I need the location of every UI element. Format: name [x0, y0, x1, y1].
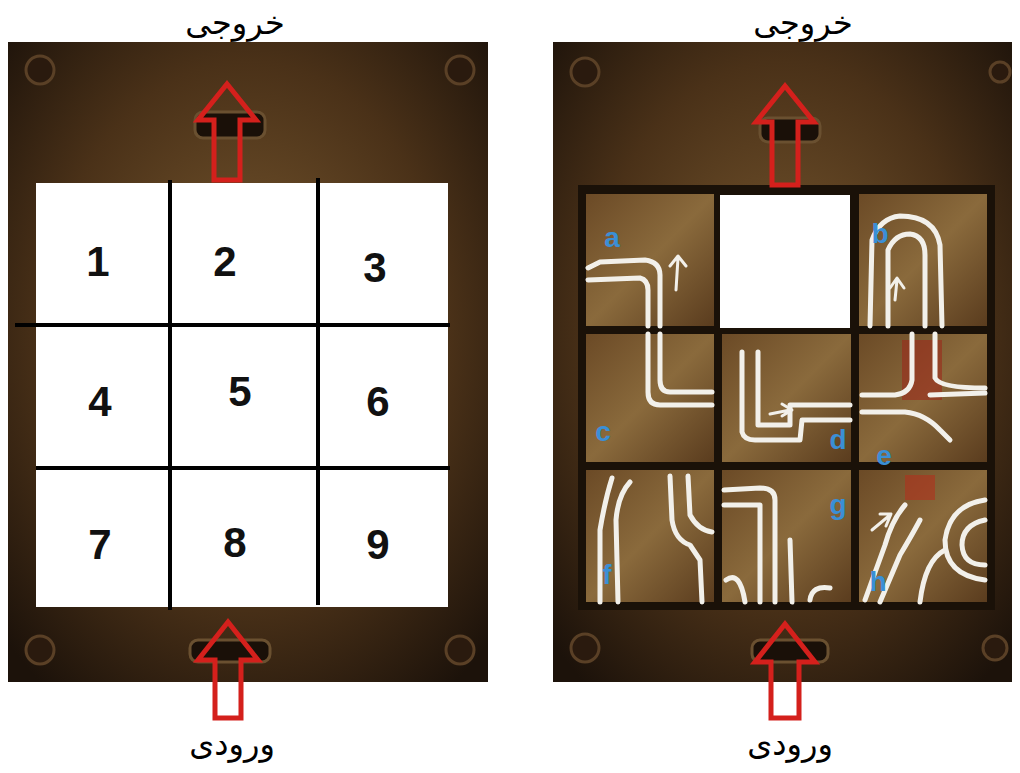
exit-label: خروجی: [753, 6, 852, 41]
grid-cell: 1: [38, 185, 170, 325]
cell-number: 4: [88, 381, 111, 423]
tile-letter: d: [829, 425, 846, 456]
grid-cell: 2: [170, 185, 318, 325]
cell-number: 5: [228, 371, 251, 413]
grid-cell: 4: [38, 325, 170, 468]
tile-letter: a: [604, 223, 620, 254]
grid-line: [316, 178, 320, 605]
grid-cell: 6: [318, 325, 446, 468]
cell-number: 6: [366, 381, 389, 423]
grid-cell: 8: [170, 468, 318, 605]
grid-cell: 9: [318, 468, 446, 605]
tile-letter: e: [876, 441, 892, 472]
grid-line: [15, 323, 450, 327]
tile-letter: b: [871, 219, 888, 250]
grid-line: [168, 180, 172, 610]
exit-label: خروجی: [185, 6, 284, 41]
grid-cell: 3: [318, 185, 446, 325]
entrance-label: ورودی: [189, 727, 275, 762]
cell-number: 8: [223, 522, 246, 564]
grid-cell: 7: [38, 468, 170, 605]
grid-line: [36, 466, 450, 470]
cell-number: 3: [363, 247, 386, 289]
metal-frame: [553, 42, 1012, 682]
metal-frame: [8, 42, 488, 682]
chalk-path: [588, 216, 985, 602]
empty-slot: [720, 195, 850, 328]
puzzle-tile: [586, 194, 987, 602]
cell-number: 1: [86, 241, 109, 283]
grid-cell: 5: [170, 325, 318, 468]
entrance-label: ورودی: [747, 727, 833, 762]
cell-number: 9: [366, 524, 389, 566]
cell-number: 2: [213, 241, 236, 283]
cell-number: 7: [88, 524, 111, 566]
tile-letter: h: [869, 567, 886, 598]
tile-letter: g: [829, 490, 846, 521]
tile-letter: c: [595, 417, 611, 448]
tile-letter: f: [602, 560, 611, 591]
